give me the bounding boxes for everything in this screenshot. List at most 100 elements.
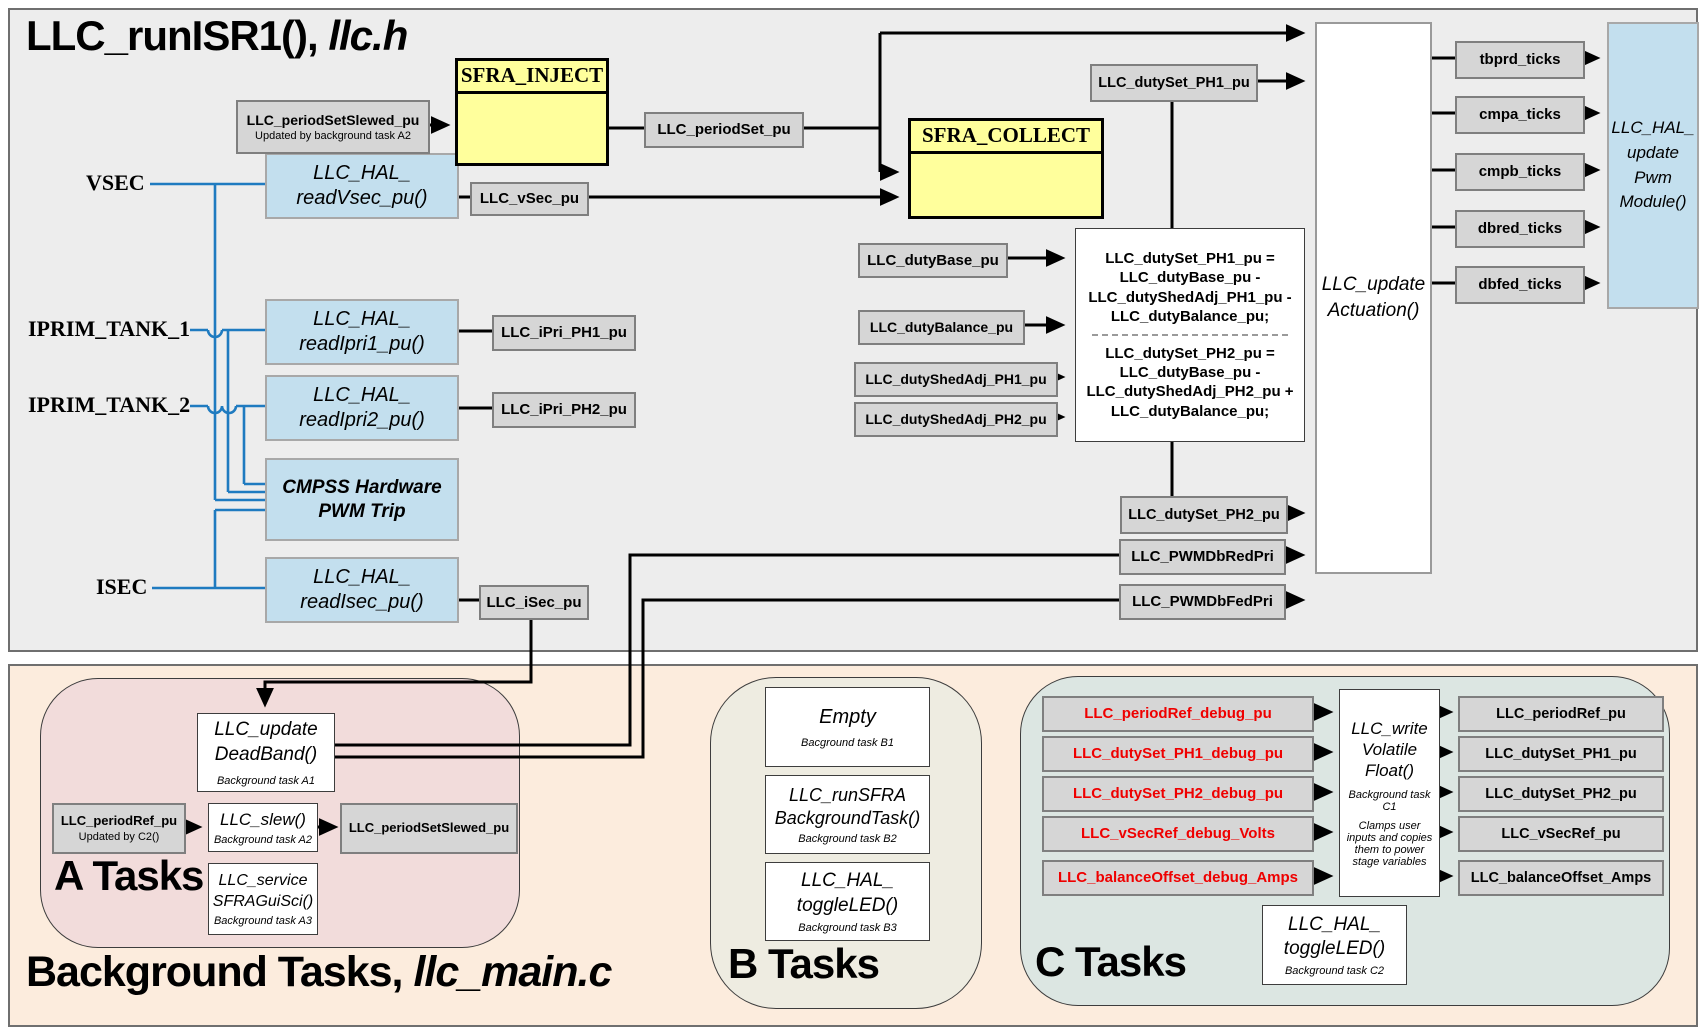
var-ipri-ph2: LLC_iPri_PH2_pu [492, 392, 636, 428]
var-tbprd-ticks: tbprd_ticks [1455, 41, 1585, 79]
block-read-ipri2-line1: LLC_HAL_ [313, 384, 411, 406]
update-pwm-line1: LLC_HAL_ [1611, 118, 1695, 138]
equation-ph1-line1: LLC_dutySet_PH1_pu = [1105, 250, 1275, 268]
isr-title-file: llc.h [328, 12, 408, 59]
var-duty-set-ph2-out: LLC_dutySet_PH2_pu [1458, 776, 1664, 812]
write-volatile-line1: LLC_write [1351, 718, 1428, 738]
var-pwm-db-fed: LLC_PWMDbFedPri [1119, 584, 1286, 620]
block-read-ipri1-line2: readIpri1_pu() [299, 333, 425, 355]
var-duty-set-ph1-debug: LLC_dutySet_PH1_debug_pu [1042, 736, 1314, 772]
var-duty-set-ph2: LLC_dutySet_PH2_pu [1120, 496, 1288, 534]
block-service-sfra-gui: LLC_service SFRAGuiSci() Background task… [208, 863, 318, 935]
var-cmpa-ticks: cmpa_ticks [1455, 96, 1585, 134]
block-read-vsec-line1: LLC_HAL_ [313, 162, 411, 184]
block-run-sfra-background: LLC_runSFRA BackgroundTask() Background … [765, 775, 930, 854]
var-duty-balance: LLC_dutyBalance_pu [858, 310, 1025, 345]
block-slew: LLC_slew() Background task A2 [208, 803, 318, 852]
block-sfra-inject: SFRA_INJECT [455, 58, 609, 166]
toggle-led-b-line2: toggleLED() [796, 894, 899, 916]
var-period-ref: LLC_periodRef_pu Updated by C2() [52, 803, 186, 854]
equation-ph2-line1: LLC_dutySet_PH2_pu = [1105, 345, 1275, 362]
signal-label-vsec: VSEC [86, 170, 145, 195]
wire-arrows [182, 24, 1601, 885]
block-cmpss-line1: CMPSS Hardware [282, 476, 442, 498]
toggle-led-c-line1: LLC_HAL_ [1288, 913, 1381, 935]
var-balance-offset-debug: LLC_balanceOffset_debug_Amps [1042, 860, 1314, 896]
service-sfra-note: Background task A3 [213, 914, 313, 927]
var-period-ref-debug: LLC_periodRef_debug_pu [1042, 696, 1314, 732]
isr-title-main: LLC_runISR1(), [26, 12, 329, 59]
wire-analog-inputs [150, 182, 265, 590]
run-sfra-note: Background task B2 [798, 833, 897, 846]
write-volatile-line3: Float() [1364, 761, 1415, 781]
var-vsec-ref-out: LLC_vSecRef_pu [1458, 816, 1664, 852]
c-tasks-label: C Tasks [1035, 938, 1187, 985]
var-pwm-db-red: LLC_PWMDbRedPri [1119, 539, 1286, 575]
var-period-set-slewed-label: LLC_periodSetSlewed_pu [246, 111, 420, 128]
block-slew-note: Background task A2 [213, 833, 313, 846]
block-update-pwm-module: LLC_HAL_ update Pwm Module() [1607, 22, 1699, 309]
block-slew-line1: LLC_slew() [220, 810, 306, 830]
update-deadband-line1: LLC_update [214, 719, 318, 741]
var-dbfed-ticks: dbfed_ticks [1455, 266, 1585, 304]
equation-ph2-line4: LLC_dutyBalance_pu; [1110, 402, 1270, 420]
var-vsec-ref-debug: LLC_vSecRef_debug_Volts [1042, 816, 1314, 852]
block-read-ipri2-line2: readIpri2_pu() [299, 409, 425, 431]
isr-title: LLC_runISR1(), llc.h [26, 12, 408, 60]
block-update-actuation: LLC_update Actuation() [1315, 22, 1432, 574]
background-tasks-title: Background Tasks, llc_main.c [26, 948, 612, 997]
var-period-set-slewed-isr: LLC_periodSetSlewed_pu Updated by backgr… [236, 100, 430, 154]
block-read-isec: LLC_HAL_ readIsec_pu() [265, 557, 459, 623]
signal-label-isec: ISEC [96, 574, 148, 599]
update-pwm-line3: Pwm [1634, 167, 1672, 187]
service-sfra-line2: SFRAGuiSci() [212, 892, 314, 910]
var-period-set-slewed-note: Updated by background task A2 [255, 130, 411, 142]
block-read-isec-line1: LLC_HAL_ [313, 566, 411, 588]
equation-ph1-line4: LLC_dutyBalance_pu; [1110, 307, 1270, 325]
b-tasks-label: B Tasks [728, 940, 880, 987]
write-volatile-note2: Clamps user inputs and copies them to po… [1346, 819, 1433, 869]
block-duty-equations: LLC_dutySet_PH1_pu = LLC_dutyBase_pu - L… [1075, 228, 1305, 442]
run-sfra-line2: BackgroundTask() [774, 807, 921, 828]
block-empty-line1: Empty [819, 706, 876, 729]
toggle-led-b-note: Background task B3 [798, 921, 897, 934]
write-volatile-note1: Background task C1 [1348, 788, 1431, 813]
update-deadband-line2: DeadBand() [214, 743, 318, 765]
var-dbred-ticks: dbred_ticks [1455, 210, 1585, 248]
block-cmpss-trip: CMPSS Hardware PWM Trip [265, 458, 459, 541]
update-actuation-line2: Actuation() [1327, 300, 1420, 321]
signal-label-iprim-tank-2: IPRIM_TANK_2 [28, 392, 191, 417]
update-deadband-note: Background task A1 [216, 774, 316, 787]
block-read-ipri2: LLC_HAL_ readIpri2_pu() [265, 375, 459, 441]
update-pwm-line2: update [1627, 142, 1679, 162]
background-title-main: Background Tasks, [26, 948, 414, 996]
equation-ph2-line2: LLC_dutyBase_pu - [1119, 364, 1261, 382]
block-empty-b1: Empty Bacground task B1 [765, 687, 930, 767]
var-duty-set-ph1: LLC_dutySet_PH1_pu [1090, 64, 1258, 102]
update-actuation-line1: LLC_update [1321, 274, 1426, 296]
background-title-file: llc_main.c [413, 948, 612, 996]
var-period-set-slewed-a: LLC_periodSetSlewed_pu [340, 803, 518, 854]
var-period-ref-out: LLC_periodRef_pu [1458, 696, 1664, 732]
toggle-led-c-line2: toggleLED() [1283, 938, 1386, 960]
var-isec-pu: LLC_iSec_pu [479, 585, 589, 620]
block-read-isec-line2: readIsec_pu() [300, 591, 424, 613]
block-read-vsec: LLC_HAL_ readVsec_pu() [265, 153, 459, 219]
equation-ph1-line3: LLC_dutyShedAdj_PH1_pu - [1088, 288, 1292, 306]
var-duty-set-ph2-debug: LLC_dutySet_PH2_debug_pu [1042, 776, 1314, 812]
block-cmpss-line2: PWM Trip [318, 500, 406, 522]
run-sfra-line1: LLC_runSFRA [788, 784, 907, 805]
var-period-ref-label: LLC_periodRef_pu [60, 812, 178, 828]
block-read-ipri1-line1: LLC_HAL_ [313, 308, 411, 330]
toggle-led-c-note: Background task C2 [1284, 965, 1385, 978]
equation-ph1-line2: LLC_dutyBase_pu - [1119, 269, 1261, 287]
block-read-ipri1: LLC_HAL_ readIpri1_pu() [265, 299, 459, 365]
equation-ph2-line3: LLC_dutyShedAdj_PH2_pu + [1086, 383, 1294, 401]
var-balance-offset-out: LLC_balanceOffset_Amps [1458, 860, 1664, 896]
a-tasks-label: A Tasks [54, 852, 204, 899]
block-update-deadband: LLC_update DeadBand() Background task A1 [197, 713, 335, 792]
block-toggle-led-b: LLC_HAL_ toggleLED() Background task B3 [765, 862, 930, 941]
sfra-inject-header: SFRA_INJECT [458, 61, 606, 94]
var-vsec-pu: LLC_vSec_pu [470, 182, 589, 216]
service-sfra-line1: LLC_service [218, 872, 308, 890]
